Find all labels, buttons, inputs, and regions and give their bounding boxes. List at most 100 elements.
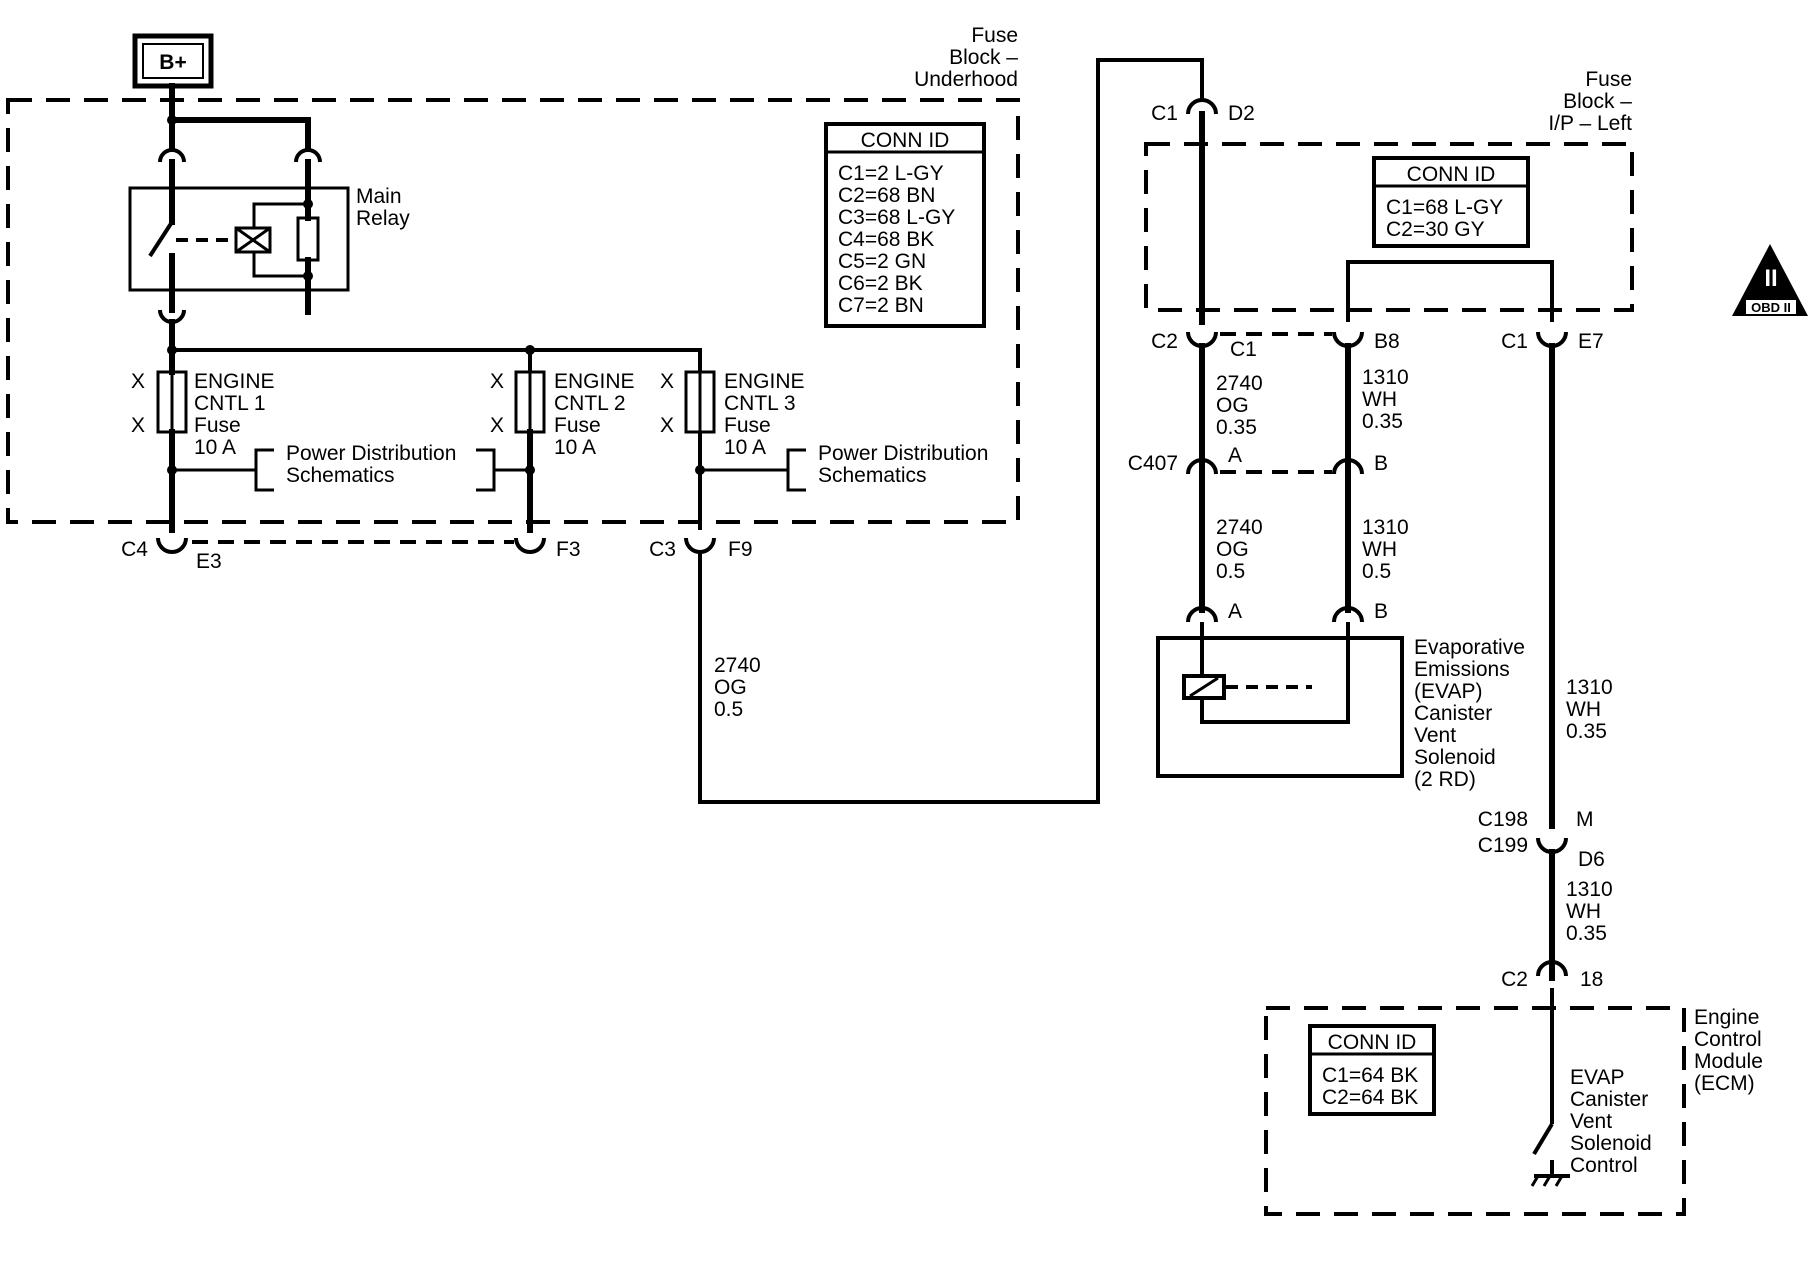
svg-text:Canister: Canister bbox=[1414, 702, 1492, 725]
fuse-engine-cntl-2: X X ENGINE CNTL 2 Fuse 10 A bbox=[490, 370, 635, 459]
label-d6: D6 bbox=[1578, 848, 1605, 871]
svg-text:CNTL 1: CNTL 1 bbox=[194, 392, 266, 415]
svg-text:Fuse: Fuse bbox=[724, 414, 771, 437]
ecm-switch bbox=[1532, 1122, 1554, 1156]
svg-text:C5=2 GN: C5=2 GN bbox=[838, 250, 926, 273]
svg-text:Block –: Block – bbox=[949, 46, 1018, 69]
svg-text:1310: 1310 bbox=[1566, 676, 1613, 699]
fuse-engine-cntl-3: X X ENGINE CNTL 3 Fuse 10 A bbox=[660, 370, 805, 459]
svg-text:WH: WH bbox=[1566, 698, 1601, 721]
svg-text:Fuse: Fuse bbox=[1585, 68, 1632, 91]
svg-text:Control: Control bbox=[1694, 1028, 1762, 1051]
battery-positive-label: B+ bbox=[132, 33, 214, 89]
label-f9: F9 bbox=[728, 538, 753, 561]
svg-text:C2=64 BK: C2=64 BK bbox=[1322, 1086, 1418, 1109]
svg-text:X: X bbox=[490, 370, 504, 393]
connector-c4-e3 bbox=[156, 537, 188, 554]
label-f3: F3 bbox=[556, 538, 581, 561]
svg-text:X: X bbox=[660, 414, 674, 437]
label-c2: C2 bbox=[1151, 330, 1178, 353]
label-c1-mid: C1 bbox=[1230, 338, 1257, 361]
svg-text:Fuse: Fuse bbox=[971, 24, 1018, 47]
svg-text:Fuse: Fuse bbox=[194, 414, 241, 437]
svg-text:(ECM): (ECM) bbox=[1694, 1072, 1755, 1095]
svg-text:CNTL 2: CNTL 2 bbox=[554, 392, 626, 415]
relay-terminal bbox=[158, 148, 186, 163]
svg-text:C2=30 GY: C2=30 GY bbox=[1386, 218, 1485, 241]
svg-text:WH: WH bbox=[1566, 900, 1601, 923]
svg-text:0.35: 0.35 bbox=[1566, 922, 1607, 945]
label-d2: D2 bbox=[1228, 102, 1255, 125]
svg-text:0.35: 0.35 bbox=[1216, 416, 1257, 439]
svg-text:Relay: Relay bbox=[356, 207, 410, 230]
ip-internal-wire bbox=[1346, 260, 1554, 322]
label-solenoid-a: A bbox=[1228, 600, 1242, 623]
svg-text:0.35: 0.35 bbox=[1362, 410, 1403, 433]
svg-text:0.5: 0.5 bbox=[714, 698, 743, 721]
fuse-bus bbox=[172, 348, 702, 372]
power-distribution-ref-1: Power Distribution Schematics bbox=[286, 442, 456, 487]
svg-text:CONN ID: CONN ID bbox=[861, 129, 950, 152]
svg-text:1310: 1310 bbox=[1566, 878, 1613, 901]
svg-text:1310: 1310 bbox=[1362, 516, 1409, 539]
connector-c3-f9 bbox=[684, 537, 716, 554]
svg-text:B+: B+ bbox=[159, 51, 186, 74]
label-e7: E7 bbox=[1578, 330, 1604, 353]
label-m: M bbox=[1576, 808, 1594, 831]
svg-text:OG: OG bbox=[714, 676, 747, 699]
svg-text:2740: 2740 bbox=[714, 654, 761, 677]
label-c1-top: C1 bbox=[1151, 102, 1178, 125]
svg-text:0.5: 0.5 bbox=[1216, 560, 1245, 583]
conn-id-ecm: CONN ID C1=64 BK C2=64 BK bbox=[1308, 1024, 1436, 1116]
svg-text:X: X bbox=[131, 414, 145, 437]
power-distribution-bracket bbox=[786, 448, 806, 492]
evap-solenoid-box bbox=[1156, 636, 1404, 778]
conn-id-ip-left: CONN ID C1=68 L-GY C2=30 GY bbox=[1372, 156, 1530, 248]
evap-solenoid-label: Evaporative Emissions (EVAP) Canister Ve… bbox=[1414, 636, 1525, 791]
ecm-label: Engine Control Module (ECM) bbox=[1694, 1006, 1763, 1095]
relay-resistor bbox=[296, 216, 320, 262]
fuse-block-underhood-boundary bbox=[6, 98, 1020, 524]
fuse-engine-cntl-1: X X ENGINE CNTL 1 Fuse 10 A bbox=[131, 370, 275, 459]
connector-f3 bbox=[514, 537, 546, 554]
svg-text:Fuse: Fuse bbox=[554, 414, 601, 437]
label-b8: B8 bbox=[1374, 330, 1400, 353]
svg-text:C1=2 L-GY: C1=2 L-GY bbox=[838, 162, 944, 185]
label-c199: C199 bbox=[1478, 834, 1528, 857]
connector-c1-d2 bbox=[1186, 98, 1218, 115]
svg-text:C2=68 BN: C2=68 BN bbox=[838, 184, 935, 207]
svg-text:C7=2 BN: C7=2 BN bbox=[838, 294, 924, 317]
wire-1310-label-c: 1310 WH 0.5 bbox=[1362, 516, 1409, 583]
svg-text:10 A: 10 A bbox=[194, 436, 236, 459]
wire-relay-coil-feed bbox=[169, 117, 311, 151]
wire-2740-og bbox=[698, 58, 1204, 804]
connector-c407-a bbox=[1186, 458, 1218, 475]
power-distribution-bracket bbox=[254, 448, 274, 492]
svg-text:OG: OG bbox=[1216, 538, 1249, 561]
conn-id-underhood: CONN ID C1=2 L-GY C2=68 BN C3=68 L-GY C4… bbox=[824, 122, 986, 328]
label-c407-b: B bbox=[1374, 452, 1388, 475]
label-ecm-c2: C2 bbox=[1501, 968, 1528, 991]
svg-text:X: X bbox=[490, 414, 504, 437]
svg-text:Schematics: Schematics bbox=[286, 464, 395, 487]
label-solenoid-b: B bbox=[1374, 600, 1388, 623]
wire-1310-label-d: 1310 WH 0.35 bbox=[1566, 676, 1613, 743]
svg-text:X: X bbox=[660, 370, 674, 393]
fuse-block-ip-left-boundary bbox=[1144, 142, 1634, 312]
svg-text:II: II bbox=[1764, 265, 1777, 292]
svg-text:Main: Main bbox=[356, 185, 402, 208]
svg-text:Evaporative: Evaporative bbox=[1414, 636, 1525, 659]
svg-text:Power Distribution: Power Distribution bbox=[286, 442, 456, 465]
connector-c407-b bbox=[1332, 458, 1364, 475]
svg-text:OG: OG bbox=[1216, 394, 1249, 417]
label-c407: C407 bbox=[1128, 452, 1178, 475]
svg-text:ENGINE: ENGINE bbox=[554, 370, 635, 393]
svg-text:Canister: Canister bbox=[1570, 1088, 1648, 1111]
label-c198: C198 bbox=[1478, 808, 1528, 831]
svg-text:0.5: 0.5 bbox=[1362, 560, 1391, 583]
svg-text:OBD II: OBD II bbox=[1751, 300, 1791, 315]
power-distribution-ref-2: Power Distribution Schematics bbox=[818, 442, 988, 487]
label-c3: C3 bbox=[649, 538, 676, 561]
svg-text:CNTL 3: CNTL 3 bbox=[724, 392, 796, 415]
